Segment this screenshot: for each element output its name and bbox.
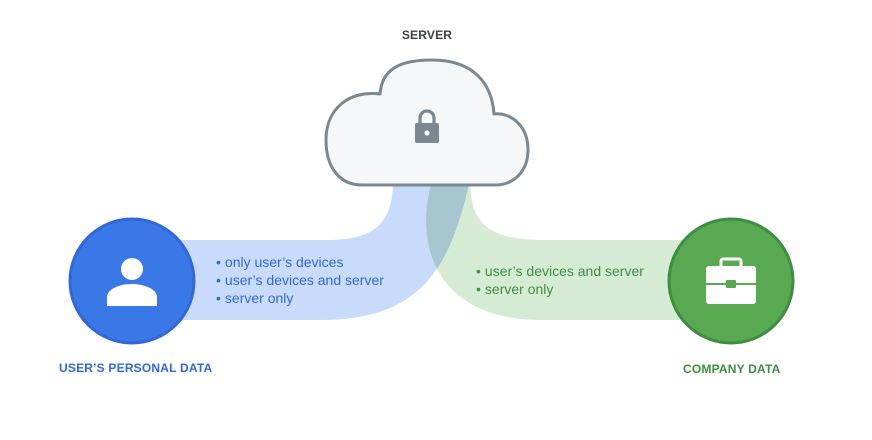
user-option-item: user’s devices and server: [216, 271, 384, 289]
company-option-item: server only: [476, 280, 644, 298]
company-data-title: COMPANY DATA: [683, 362, 781, 376]
server-title: SERVER: [401, 28, 453, 42]
person-icon: [107, 258, 157, 306]
company-option-item: user’s devices and server: [476, 262, 644, 280]
lock-icon: [415, 109, 439, 143]
server-cloud: [324, 58, 530, 187]
user-storage-options: only user’s devices user’s devices and s…: [216, 253, 384, 307]
company-storage-options: user’s devices and server server only: [476, 262, 644, 298]
user-data-title: USER’S PERSONAL DATA: [59, 361, 213, 375]
user-option-item: server only: [216, 289, 384, 307]
user-circle: [68, 217, 196, 345]
user-option-item: only user’s devices: [216, 253, 384, 271]
briefcase-icon: [706, 257, 756, 304]
